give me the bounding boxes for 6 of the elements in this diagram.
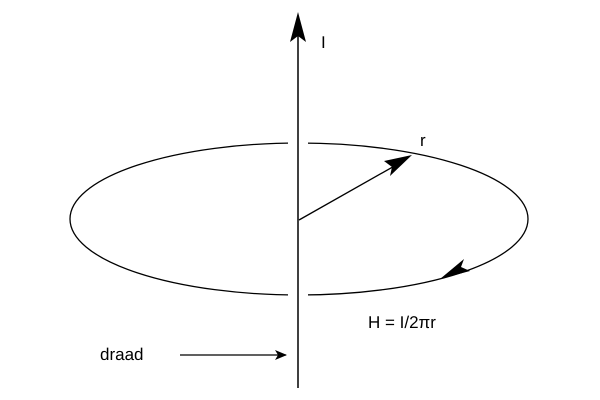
wire-label: draad — [100, 342, 170, 368]
symbol-label: r — [420, 130, 426, 152]
arrow — [180, 350, 287, 360]
wire — [290, 12, 306, 388]
symbol-label: I — [321, 32, 326, 54]
formula-label: H = I/2πr — [368, 312, 436, 334]
